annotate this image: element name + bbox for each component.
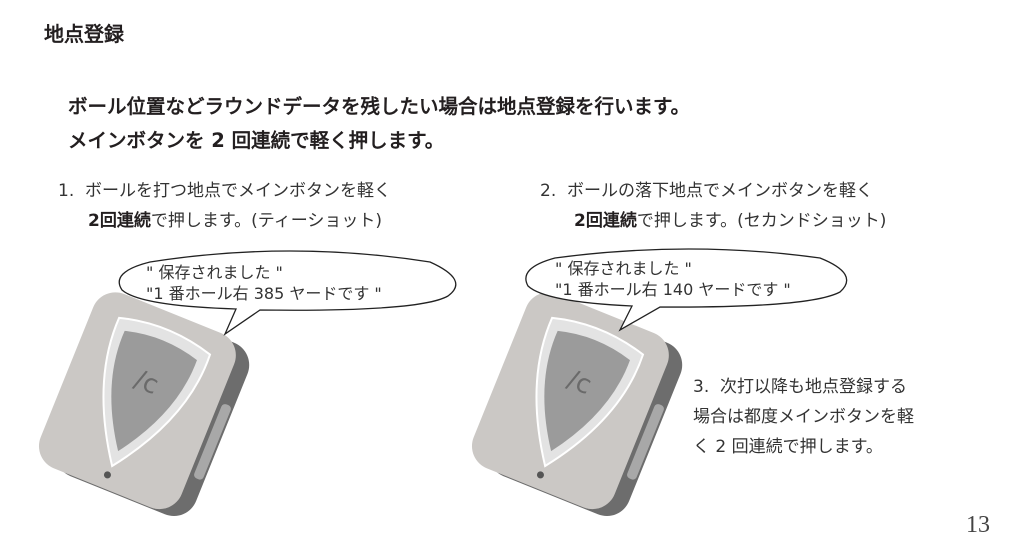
side-buttons xyxy=(627,404,664,480)
device-illustration-1: /c xyxy=(38,292,250,517)
step-3: 3. 次打以降も地点登録する 場合は都度メインボタンを軽 く 2 回連続で押しま… xyxy=(693,372,914,462)
step-number: 2. xyxy=(540,181,557,201)
step-text: 場合は都度メインボタンを軽 xyxy=(693,407,914,427)
bubble-2-text: " 保存されました " "1 番ホール右 140 ヤードです " xyxy=(555,258,791,300)
bubble-line: "1 番ホール右 385 ヤードです " xyxy=(146,284,382,303)
step-text: 次打以降も地点登録する xyxy=(720,377,908,397)
page-number: 13 xyxy=(966,512,990,538)
step-2: 2. ボールの落下地点でメインボタンを軽く 2回連続で押します。(セカンドショッ… xyxy=(540,176,886,236)
step-1: 1. ボールを打つ地点でメインボタンを軽く 2回連続で押します。(ティーショット… xyxy=(58,176,391,236)
step-text: ボールを打つ地点でメインボタンを軽く xyxy=(85,181,392,201)
device-illustration-2: /c xyxy=(471,292,683,517)
bubble-line: " 保存されました " xyxy=(555,259,692,278)
intro-line-1: ボール位置などラウンドデータを残したい場合は地点登録を行います。 xyxy=(68,95,691,118)
step-emphasis: 2回連続 xyxy=(574,211,637,231)
intro-line-2: メインボタンを 2 回連続で軽く押します。 xyxy=(68,129,445,152)
bubble-line: "1 番ホール右 140 ヤードです " xyxy=(555,280,791,299)
bubble-line: " 保存されました " xyxy=(146,263,283,282)
indicator-light-icon xyxy=(103,471,111,479)
step-number: 3. xyxy=(693,377,710,397)
step-emphasis: 2回連続 xyxy=(88,211,151,231)
step-text: で押します。(セカンドショット) xyxy=(636,211,887,231)
page-title: 地点登録 xyxy=(44,22,124,46)
step-text: ボールの落下地点でメインボタンを軽く xyxy=(567,181,874,201)
bubble-1-text: " 保存されました " "1 番ホール右 385 ヤードです " xyxy=(146,262,382,304)
step-text: で押します。(ティーショット) xyxy=(150,211,383,231)
step-text: く 2 回連続で押します。 xyxy=(693,437,883,457)
side-buttons xyxy=(194,404,231,480)
step-number: 1. xyxy=(58,181,75,201)
indicator-light-icon xyxy=(536,471,544,479)
